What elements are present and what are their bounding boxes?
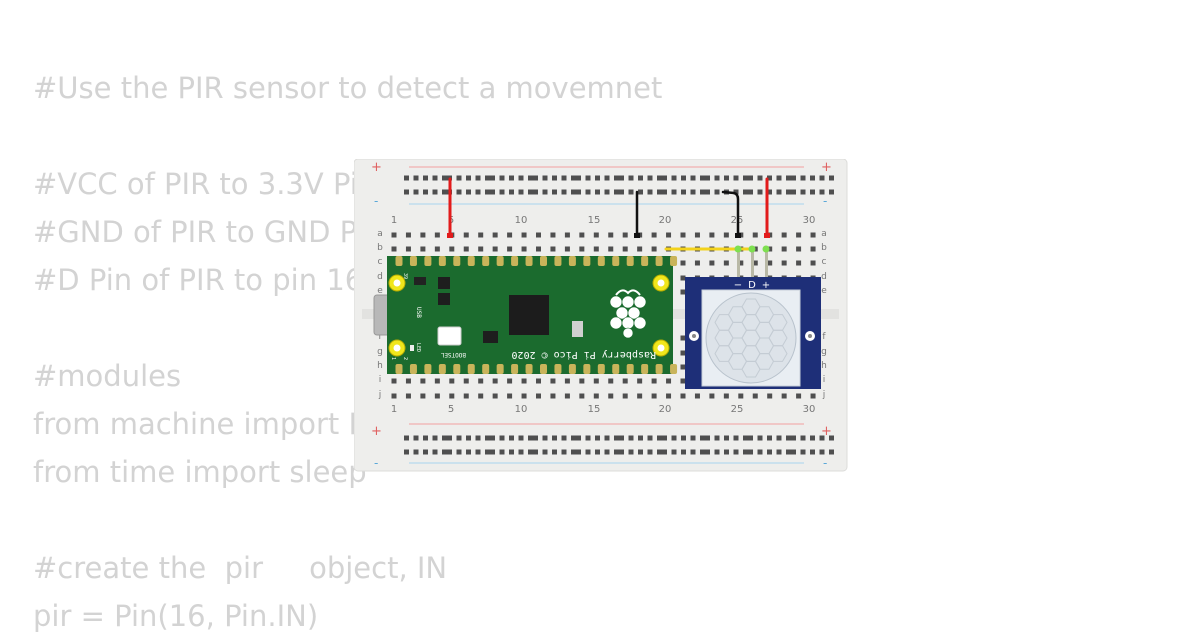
row-letter-j-left: j xyxy=(378,390,382,400)
breadboard-diagram: + + + + - - - - 1 5 10 15 20 25 30 1 5 1… xyxy=(354,159,848,472)
row-letter-c-left: c xyxy=(378,257,383,267)
pir-label-plus: + xyxy=(762,280,770,291)
rail-plus-top-right: + xyxy=(821,160,832,175)
pin-highlight-d xyxy=(748,245,756,253)
row-letter-e-left: e xyxy=(377,286,383,296)
pico-pin-1: 1 xyxy=(390,357,396,360)
pico-pin-39: 39 xyxy=(402,273,408,279)
row-letter-h-left: h xyxy=(377,361,383,371)
row-letter-g-left: g xyxy=(377,347,383,357)
pir-sensor[interactable]: − D + xyxy=(685,249,821,389)
col-num-top-20: 20 xyxy=(659,215,672,226)
row-letter-i-right: i xyxy=(823,375,826,385)
col-num-bottom-20: 20 xyxy=(659,404,672,415)
col-num-bottom-25: 25 xyxy=(731,404,744,415)
row-letter-a-right: a xyxy=(821,229,827,239)
raspberry-pi-logo-icon xyxy=(609,289,647,339)
rail-minus-top-right: - xyxy=(823,194,827,208)
col-num-bottom-10: 10 xyxy=(515,404,528,415)
pir-fresnel-lens xyxy=(705,292,797,384)
code-line-4: #GND of PIR to GND Pin xyxy=(33,215,383,249)
rail-minus-top-left: - xyxy=(374,194,378,208)
pico-model-label: Raspberry Pi Pico © 2020 xyxy=(512,349,657,360)
pico-chip-regulator xyxy=(438,293,450,305)
pin-highlight-plus xyxy=(762,245,770,253)
row-letter-d-right: d xyxy=(821,272,827,282)
code-line-9: from time import sleep xyxy=(33,455,367,489)
code-line-8: from machine import Pin xyxy=(33,407,392,441)
pir-lens-pattern xyxy=(714,298,788,378)
pico-led-label: LED xyxy=(415,343,421,352)
col-num-top-15: 15 xyxy=(588,215,601,226)
row-letter-i-left: i xyxy=(379,375,382,385)
pin-highlight-minus xyxy=(734,245,742,253)
rail-plus-top-left: + xyxy=(371,160,382,175)
led xyxy=(410,345,414,351)
pico-usb-label: USB xyxy=(415,307,422,318)
rail-plus-bottom-right: + xyxy=(821,424,832,439)
pico-bootsel-label: BOOTSEL xyxy=(440,351,466,358)
rail-minus-bottom-right: - xyxy=(823,456,827,470)
pico-chip-mosfet xyxy=(483,331,498,343)
wire-black-right[interactable] xyxy=(721,190,740,237)
row-letter-g-right: g xyxy=(821,347,827,357)
code-line-1: #Use the PIR sensor to detect a movemnet xyxy=(33,71,663,105)
col-num-top-1: 1 xyxy=(391,215,397,226)
row-letter-d-left: d xyxy=(377,272,383,282)
row-letter-a-left: a xyxy=(377,229,383,239)
row-letter-f-left: f xyxy=(378,332,382,342)
row-letter-f-right: f xyxy=(822,332,826,342)
code-line-12: pir = Pin(16, Pin.IN) xyxy=(33,599,319,633)
row-letter-j-right: j xyxy=(822,390,826,400)
code-line-7: #modules xyxy=(33,359,182,393)
col-num-bottom-30: 30 xyxy=(803,404,816,415)
raspberry-pi-pico[interactable]: Raspberry Pi Pico © 2020 USB BOOTSEL LED… xyxy=(373,256,678,374)
row-letter-e-right: e xyxy=(821,286,827,296)
col-num-bottom-15: 15 xyxy=(588,404,601,415)
pir-label-d: D xyxy=(748,280,756,291)
pico-chip-flash xyxy=(438,277,450,289)
row-letter-h-right: h xyxy=(821,361,827,371)
rail-minus-bottom-left: - xyxy=(374,456,378,470)
pico-chip-small xyxy=(414,277,426,285)
col-num-bottom-1: 1 xyxy=(391,404,397,415)
col-num-bottom-5: 5 xyxy=(448,404,454,415)
crystal xyxy=(572,321,583,337)
pico-pin-2: 2 xyxy=(402,357,408,360)
row-letter-b-right: b xyxy=(821,243,827,253)
col-num-top-10: 10 xyxy=(515,215,528,226)
pir-pin-d xyxy=(751,249,754,279)
code-line-11: #create the pir object, IN xyxy=(33,551,448,585)
pico-castellated-pins xyxy=(395,256,678,374)
pir-pin-plus xyxy=(765,249,768,279)
rail-plus-bottom-left: + xyxy=(371,424,382,439)
code-line-3: #VCC of PIR to 3.3V Pin xyxy=(33,167,377,201)
col-num-top-30: 30 xyxy=(803,215,816,226)
pir-pin-minus xyxy=(737,249,740,279)
row-letter-b-left: b xyxy=(377,243,383,253)
code-line-5: #D Pin of PIR to pin 16 xyxy=(33,263,364,297)
bootsel-button[interactable] xyxy=(437,326,462,346)
pir-label-minus: − xyxy=(734,280,742,291)
rp2040-chip xyxy=(509,295,549,335)
row-letter-c-right: c xyxy=(822,257,827,267)
